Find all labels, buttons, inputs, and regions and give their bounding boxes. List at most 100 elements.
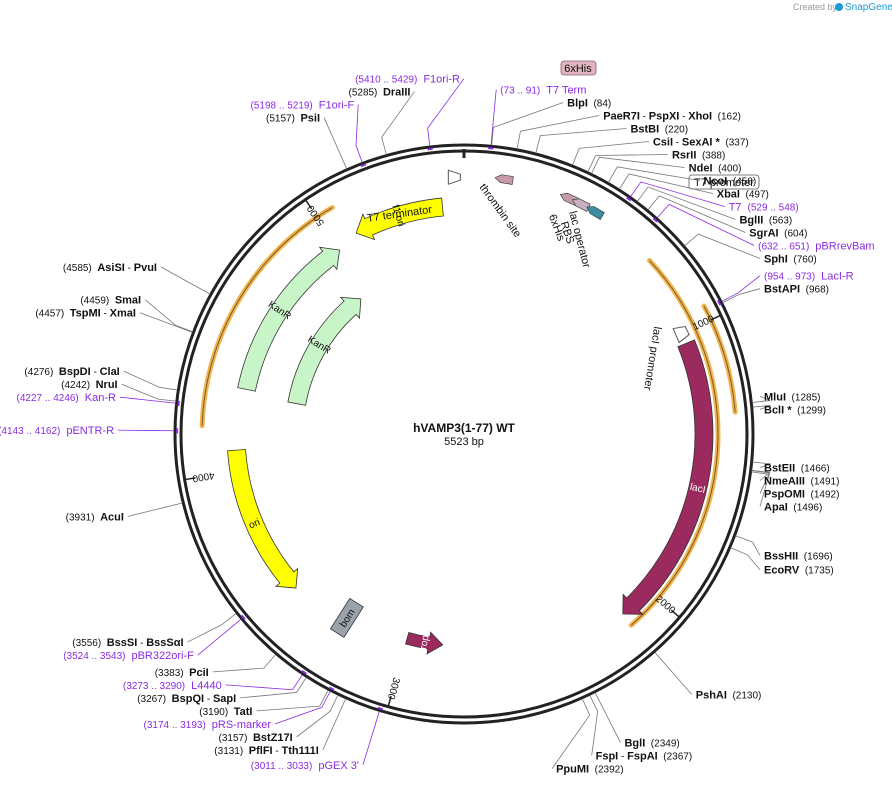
- enzyme-name: BstEII: [764, 463, 795, 475]
- enzyme-site-label: (3383) PciI: [155, 667, 209, 679]
- enzyme-site-label: RsrII (388): [672, 150, 725, 162]
- primer-marker: [717, 299, 722, 306]
- enzyme-name: CsiI: [653, 137, 673, 149]
- leader-line: [212, 654, 276, 673]
- tick-label: 4000: [191, 469, 215, 484]
- leader-line: [491, 102, 564, 146]
- enzyme-name: BssSI: [107, 637, 138, 649]
- t7-promoter-label: T7 promoter: [694, 177, 754, 189]
- his-tag-label: 6xHis: [564, 63, 592, 75]
- enzyme-site-label: CsiI - SexAI * (337): [653, 137, 749, 149]
- leader-line: [362, 711, 380, 766]
- enzyme-name: NcoI: [703, 176, 727, 188]
- leader-line: [608, 166, 700, 183]
- enzyme-name: PvuI: [134, 262, 157, 274]
- enzyme-site-label: (5285) DraIII: [348, 87, 410, 99]
- leader-line: [296, 694, 339, 738]
- primer-range: (5410 .. 5429): [355, 75, 417, 86]
- feature-label: thrombin site: [477, 182, 524, 240]
- t7-promoter-callout: T7 promoter: [688, 174, 760, 190]
- leader-line: [594, 692, 621, 743]
- enzyme-name: BssHII: [764, 550, 798, 562]
- enzyme-name: TatI: [234, 706, 253, 718]
- leader-line: [123, 370, 178, 391]
- primer-range: (4143 .. 4162): [0, 426, 60, 437]
- highlight-arc-core: [703, 305, 736, 413]
- enzyme-position: -: [204, 694, 213, 705]
- feature-laci-arrow: [622, 339, 714, 615]
- enzyme-position: (760): [788, 255, 817, 266]
- enzyme-site-label: SgrAI (604): [749, 228, 807, 240]
- leader-line: [121, 383, 176, 402]
- enzyme-position: (1491): [805, 477, 839, 488]
- leader-line: [256, 690, 329, 712]
- leader-line: [730, 547, 761, 570]
- leader-line: [355, 104, 363, 163]
- snapgene-logo-icon: [835, 3, 843, 11]
- tick-mark: [670, 609, 680, 618]
- enzyme-site-label: (4242) NruI: [61, 379, 117, 391]
- feature-rop-arrow: [405, 631, 444, 655]
- primer-name: T7 Term: [546, 85, 586, 97]
- plasmid-backbone: [173, 143, 755, 725]
- leader-line: [322, 698, 347, 751]
- leader-line: [127, 502, 183, 517]
- primer-label: T7(529 .. 548): [729, 202, 799, 214]
- highlight-arc-core: [630, 260, 719, 626]
- primer-label: (3011 .. 3033)pGEX 3': [251, 760, 359, 772]
- enzyme-position: (3131): [214, 746, 248, 757]
- enzyme-position: (84): [588, 99, 611, 110]
- enzyme-name: PspOMI: [764, 489, 805, 501]
- primer-range: (5198 .. 5219): [251, 101, 313, 112]
- leader-line: [535, 128, 627, 154]
- small-feature-shape: [571, 198, 591, 212]
- enzyme-site-label: BclI * (1299): [764, 404, 826, 416]
- primer-range: (73 .. 91): [500, 86, 540, 97]
- enzyme-name: PciI: [189, 667, 209, 679]
- enzyme-name: TspMI: [70, 308, 101, 320]
- enzyme-name: PsiI: [300, 113, 320, 125]
- primer-range: (3011 .. 3033): [251, 761, 313, 772]
- enzyme-site-label: (3267) BspQI - SapI: [137, 693, 236, 705]
- feature-label: lacI: [689, 482, 707, 496]
- feature-label: rop: [418, 634, 432, 651]
- enzyme-name: DraIII: [383, 87, 411, 99]
- primer-range: (632 .. 651): [758, 242, 809, 253]
- leader-line: [630, 181, 725, 207]
- enzyme-site-label: (5157) PsiI: [266, 113, 320, 125]
- primer-label: (3174 .. 3193)pRS-marker: [144, 719, 272, 731]
- plasmid-name: hVAMP3(1-77) WT: [413, 421, 515, 435]
- enzyme-name: EcoRV: [764, 565, 800, 577]
- leader-line: [197, 618, 242, 656]
- enzyme-site-label: BglI (2349): [624, 738, 679, 750]
- enzyme-site-label: SphI (760): [764, 254, 817, 266]
- enzyme-position: -: [91, 367, 100, 378]
- enzyme-position: (4457): [35, 309, 69, 320]
- leader-line: [752, 396, 771, 403]
- enzyme-site-label: BstAPI (968): [764, 284, 829, 296]
- feature-f1-ori-arrow: [355, 197, 444, 241]
- enzyme-name: Tth111I: [282, 745, 319, 757]
- enzyme-position: (2367): [658, 752, 692, 763]
- leader-line: [274, 691, 331, 725]
- enzyme-site-label: EcoRV (1735): [764, 565, 834, 577]
- enzyme-site-label: BssHII (1696): [764, 550, 833, 562]
- enzyme-site-label: (3131) PflFI - Tth111I: [214, 745, 319, 757]
- feature-ori-arrow: [227, 449, 299, 589]
- enzyme-name: BstBI: [630, 124, 659, 136]
- enzyme-name: SapI: [213, 693, 236, 705]
- enzyme-name: NruI: [96, 379, 118, 391]
- promoter-icon: [672, 326, 690, 344]
- primer-name: pBR322ori-F: [131, 650, 194, 662]
- leader-line: [751, 470, 771, 494]
- enzyme-name: BstZ17I: [253, 732, 293, 744]
- leader-line: [752, 461, 771, 468]
- leader-line: [636, 186, 736, 220]
- enzyme-position: (3556): [72, 638, 106, 649]
- primer-range: (4227 .. 4246): [17, 393, 79, 404]
- enzyme-name: BstAPI: [764, 284, 800, 296]
- enzyme-name: NmeAIII: [764, 476, 805, 488]
- enzyme-position: (2392): [589, 765, 623, 776]
- small-feature-shape: [586, 206, 605, 220]
